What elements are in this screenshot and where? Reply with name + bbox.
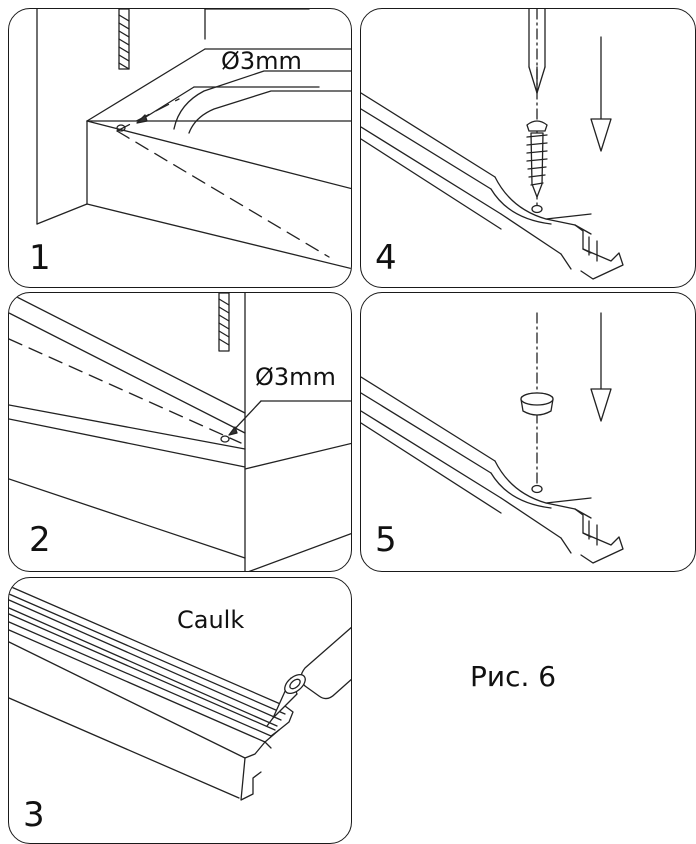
cap-plug-icon [520,392,554,416]
step-5-illustration [361,312,624,564]
step-2-drill-size-label: Ø3mm [255,363,336,391]
step-1-number: 1 [29,238,51,278]
step-4-panel: 4 [360,8,696,288]
step-3-caulk-label: Caulk [177,606,245,634]
step-1-panel: Ø3mm 1 [8,8,352,288]
down-arrow-icon [590,36,612,152]
step-3-panel: Caulk 3 [8,577,352,844]
step-2-illustration [9,293,351,571]
step-5-number: 5 [375,520,397,560]
figure-label: Рис. 6 [470,660,557,693]
screwdriver-icon [528,9,546,94]
down-arrow-icon [590,312,612,422]
step-1-drill-size-label: Ø3mm [221,47,302,75]
step-2-number: 2 [29,520,51,560]
drill-bit-icon [218,293,230,352]
step-5-panel: 5 [360,292,696,572]
drill-bit-icon [118,9,130,70]
step-4-number: 4 [375,238,397,278]
step-3-number: 3 [23,795,45,835]
screw-icon [526,120,548,198]
step-4-illustration [361,9,624,280]
step-3-illustration [9,585,351,801]
caulk-tube-icon [266,626,351,727]
step-2-panel: Ø3mm 2 [8,292,352,572]
step-1-illustration [36,9,351,270]
